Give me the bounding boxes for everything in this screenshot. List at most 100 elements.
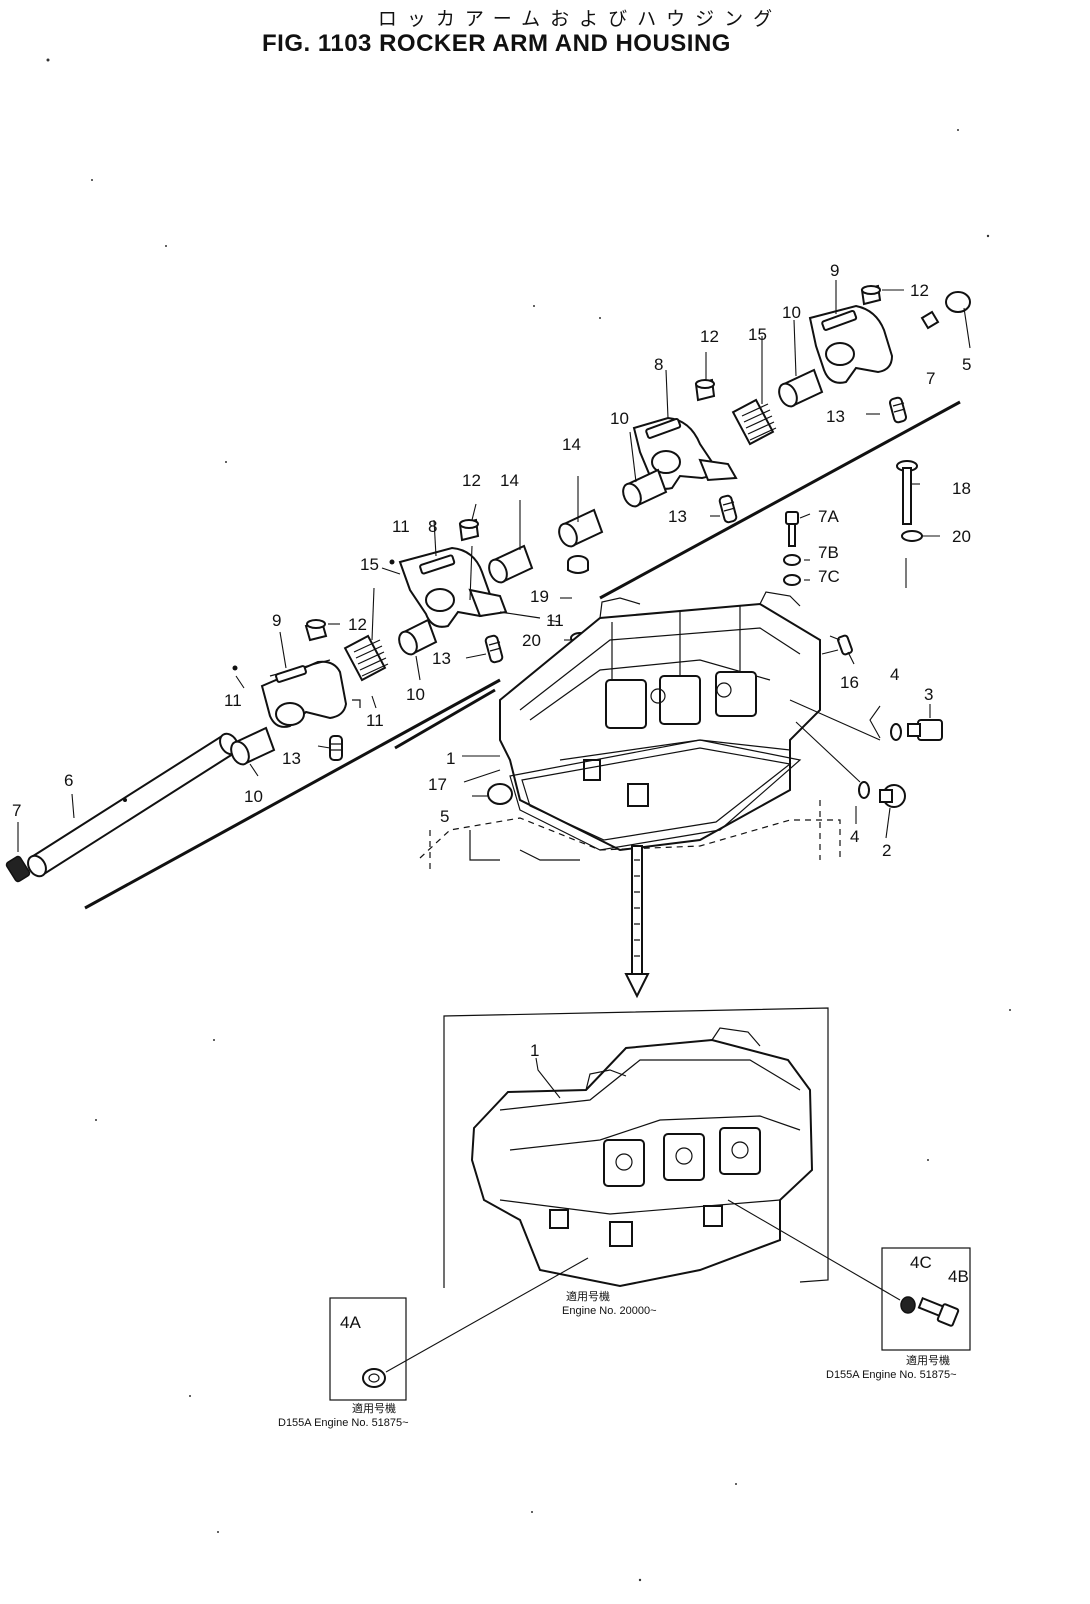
label-19: 19 [530, 587, 549, 606]
label-15-upper: 15 [748, 325, 767, 344]
label-17: 17 [428, 775, 447, 794]
label-11-lower: 11 [366, 711, 384, 730]
cap-5-upper [945, 291, 971, 313]
label-13-lower: 13 [282, 749, 301, 768]
label-10-lower: 10 [406, 685, 425, 704]
nut-12-b [458, 518, 480, 542]
label-11-upper: 11 [392, 517, 410, 536]
label-12-upper: 12 [910, 281, 929, 300]
note-4B-jp: 適用号機 [906, 1353, 950, 1367]
spacer-10-lower [398, 618, 438, 656]
label-20-left: 20 [522, 631, 541, 650]
leader-4B [727, 1199, 901, 1301]
leader-lines [17, 280, 971, 1099]
label-14-lower: 14 [500, 471, 519, 490]
shaft-plug-7 [5, 855, 31, 883]
clip-7-upper [920, 310, 940, 330]
label-7B: 7B [818, 543, 839, 562]
rocker-arm-8-lower [398, 546, 508, 628]
plug-4A [362, 1368, 386, 1388]
label-9-lower: 9 [272, 611, 281, 630]
label-4C: 4C [910, 1253, 932, 1272]
bolt-18 [896, 460, 918, 525]
engine-block-outline [419, 800, 841, 870]
label-8-upper: 8 [654, 355, 663, 374]
screw-13-d [888, 396, 908, 424]
label-6: 6 [64, 771, 73, 790]
washer-4C [900, 1296, 916, 1314]
washer-7C [783, 574, 801, 586]
note-inset-main-en: Engine No. 20000~ [562, 1305, 657, 1317]
label-7C: 7C [818, 567, 840, 586]
label-10-upper: 10 [782, 303, 801, 322]
label-3: 3 [924, 685, 933, 704]
plug-3 [907, 719, 943, 741]
washer-7B [783, 554, 801, 566]
axis-line-upper [599, 400, 961, 600]
label-1-inset: 1 [530, 1041, 539, 1060]
label-11-left: 11 [224, 691, 242, 710]
change-arrow [624, 845, 650, 999]
label-16: 16 [840, 673, 859, 692]
note-4A-en: D155A Engine No. 51875~ [278, 1417, 409, 1429]
axis-line-lower [84, 678, 501, 910]
rocker-arm-9-lower [260, 659, 348, 728]
label-2: 2 [882, 841, 891, 860]
label-13-upper: 13 [826, 407, 845, 426]
screw-13-b [484, 634, 504, 664]
pin-11-markers [232, 559, 541, 708]
label-10-mid: 10 [610, 409, 629, 428]
inset-box-4A [329, 1297, 407, 1401]
bolt-7A [785, 511, 799, 547]
bushing-10-lower-left [230, 726, 276, 766]
label-7-upper: 7 [926, 369, 935, 388]
note-inset-main-jp: 適用号機 [566, 1289, 610, 1303]
washer-4-upper [890, 723, 902, 741]
label-1-upper: 1 [446, 749, 455, 768]
label-10-bottom: 10 [244, 787, 263, 806]
label-4-upper: 4 [890, 665, 899, 684]
label-4-lower: 4 [850, 827, 859, 846]
label-9-upper: 9 [830, 261, 839, 280]
plug-4B [917, 1296, 960, 1327]
rocker-housing-main [499, 591, 821, 852]
label-8-lower: 8 [428, 517, 437, 536]
label-15-lower: 15 [360, 555, 379, 574]
label-7A: 7A [818, 507, 839, 526]
leader-4A [385, 1257, 589, 1373]
plug-19 [567, 555, 589, 574]
nut-12-c [694, 378, 716, 402]
rocker-housing-inset [470, 1027, 814, 1288]
rocker-shaft [27, 732, 239, 878]
figure-title: FIG. 1103 ROCKER ARM AND HOUSING [262, 30, 731, 57]
spring-15-lower [343, 634, 389, 682]
screw-13-a [329, 735, 343, 761]
gasket-17 [509, 739, 802, 851]
inset-box-4B-4C [881, 1247, 971, 1351]
rocker-arm-9-upper [808, 304, 894, 384]
screw-13-c [718, 494, 738, 524]
washer-4-lower [858, 781, 870, 799]
washer-20-right [901, 530, 923, 542]
label-5-upper: 5 [962, 355, 971, 374]
label-18: 18 [952, 479, 971, 498]
spacer-10-upper [778, 368, 824, 408]
title-japanese: ロッカアームおよびハウジング [377, 8, 783, 30]
label-13-mid-upper: 13 [668, 507, 687, 526]
spacer-10-middle [622, 468, 668, 508]
label-14-upper: 14 [562, 435, 581, 454]
nut-12-a [304, 619, 328, 642]
label-12-mid-lower: 12 [462, 471, 481, 490]
label-5-lower: 5 [440, 807, 449, 826]
spacer-14-lower [488, 544, 534, 584]
plug-5-lower [487, 783, 513, 805]
label-12-lower: 12 [348, 615, 367, 634]
inset-frame [443, 1007, 829, 1288]
label-20-right: 20 [952, 527, 971, 546]
nut-12-d [860, 284, 882, 306]
stud-16 [837, 634, 853, 656]
axis-line-lower-2 [394, 688, 496, 750]
label-12-mid-upper: 12 [700, 327, 719, 346]
scan-specks [46, 58, 1011, 1582]
